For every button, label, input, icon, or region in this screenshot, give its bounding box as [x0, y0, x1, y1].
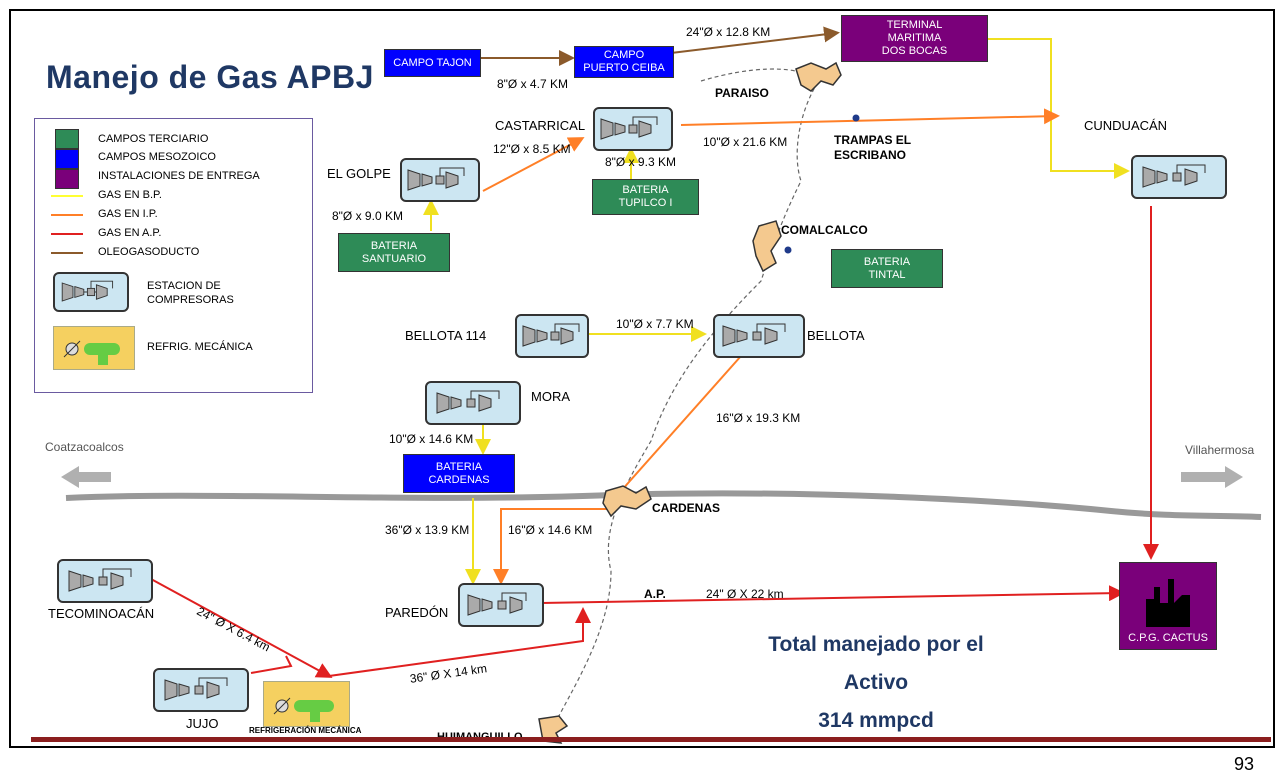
total-line-1: Total manejado por el: [768, 633, 984, 656]
refrig-mecanica-icon: [263, 681, 350, 727]
pipeline-network: [61, 26, 1262, 744]
pipe-label: 12"Ø x 8.5 KM: [493, 142, 571, 156]
pipe-ceiba-terminal: [670, 26, 840, 54]
arrow-right-icon: [1181, 466, 1243, 488]
comalcalco-town-icon: [752, 220, 782, 273]
tecominoacan-station-icon: [57, 559, 153, 603]
bateria-cardenas-box: BATERIA CARDENAS: [403, 454, 515, 493]
bateria-santuario-box: BATERIA SANTUARIO: [338, 233, 450, 272]
pipe-label: 24"Ø x 12.8 KM: [686, 25, 771, 39]
pipe-label: 10"Ø x 7.7 KM: [616, 317, 694, 331]
pipe-label: 16"Ø x 19.3 KM: [716, 411, 801, 425]
pipe-label: 8"Ø x 9.3 KM: [605, 155, 676, 169]
villahermosa-label: Villahermosa: [1185, 443, 1255, 457]
trampas-label: TRAMPAS EL ESCRIBANO: [834, 133, 912, 162]
paraiso-label: PARAISO: [715, 86, 769, 100]
jujo-label: JUJO: [186, 716, 219, 731]
bateria-tintal-box: BATERIA TINTAL: [831, 249, 943, 288]
pipe-paredon-cactus: [540, 585, 1125, 604]
pipe-jujo-refrig: [250, 655, 293, 674]
legend-station-label: ESTACION DE COMPRESORAS: [147, 280, 234, 306]
campo-tajon-box: CAMPO TAJON: [384, 49, 481, 77]
refrig-mecanica-label: REFRIGERACIÓN MECÁNICA: [249, 726, 362, 735]
legend-line-bp: [51, 195, 83, 197]
paredon-label: PAREDÓN: [385, 605, 449, 620]
diagram-frame: Manejo de Gas APBJ: [9, 9, 1275, 748]
bellota114-station-icon: [515, 314, 589, 358]
comalcalco-dot: [784, 246, 792, 254]
legend: CAMPOS TERCIARIO CAMPOS MESOZOICO INSTAL…: [34, 118, 313, 393]
pipe-label: 8"Ø x 9.0 KM: [332, 209, 403, 223]
cardenas-town-icon: [602, 485, 652, 518]
cunduacan-station-icon: [1131, 155, 1227, 199]
legend-label: GAS EN I.P.: [98, 208, 158, 220]
legend-refrig-icon: [53, 326, 135, 370]
legend-label: CAMPOS MESOZOICO: [98, 151, 216, 163]
road-line: [65, 490, 1262, 520]
total-line-2: Activo: [843, 671, 909, 694]
pipe-refrig-paredon: [328, 607, 591, 677]
arrow-left-icon: [61, 466, 111, 488]
pipe-tecominoacan-refrig: [150, 578, 333, 678]
tecominoacan-label: TECOMINOACÁN: [48, 606, 155, 621]
pipe-label: 8"Ø x 4.7 KM: [497, 77, 568, 91]
pipe-label: 10"Ø x 14.6 KM: [389, 432, 474, 446]
refinery-icon: [1146, 579, 1190, 627]
legend-line-oleo: [51, 252, 83, 254]
mora-station-icon: [425, 381, 521, 425]
paredon-station-icon: [458, 583, 544, 627]
trampas-dot: [852, 114, 860, 122]
campo-puerto-ceiba-box: CAMPO PUERTO CEIBA: [574, 46, 674, 78]
total-summary: Total manejado por el Activo 314 mmpcd 2…: [711, 626, 1041, 746]
cardenas-label: CARDENAS: [652, 501, 721, 515]
pipe-label: 10"Ø x 21.6 KM: [703, 135, 788, 149]
legend-label: GAS EN B.P.: [98, 189, 162, 201]
jujo-station-icon: [153, 668, 249, 712]
legend-label: OLEOGASODUCTO: [98, 246, 200, 258]
cpg-cactus-label: C.P.G. CACTUS: [1128, 632, 1208, 644]
comalcalco-label: COMALCALCO: [781, 223, 868, 237]
legend-label: INSTALACIONES DE ENTREGA: [98, 170, 260, 182]
page-title: Manejo de Gas APBJ: [46, 59, 374, 95]
legend-line-ip: [51, 214, 83, 216]
pipe-label: 16"Ø x 14.6 KM: [508, 523, 593, 537]
pipe-castarrical-trampas: [680, 108, 1060, 126]
legend-label: GAS EN A.P.: [98, 227, 162, 239]
bellota-label: BELLOTA: [807, 328, 865, 343]
el-golpe-station-icon: [400, 158, 480, 202]
bateria-tupilco-box: BATERIA TUPILCO I: [592, 179, 699, 215]
el-golpe-label: EL GOLPE: [327, 166, 391, 181]
pipe-bellota-cardenas: [620, 355, 742, 492]
page-number: 93: [1234, 754, 1255, 774]
paraiso-town-icon: [795, 61, 842, 92]
pipe-label: 24" Ø X 22 km: [706, 587, 784, 601]
bellota114-label: BELLOTA 114: [405, 328, 487, 343]
pipe-terminal-cunduacan: [986, 38, 1130, 179]
legend-label: CAMPOS TERCIARIO: [98, 133, 209, 145]
pipe-label: 36"Ø x 13.9 KM: [385, 523, 470, 537]
legend-swatch-mesozoico: [55, 149, 79, 169]
castarrical-label: CASTARRICAL: [495, 118, 586, 133]
pipe-cardenas-paredon: [493, 508, 611, 585]
cpg-cactus-box: C.P.G. CACTUS: [1119, 562, 1217, 650]
coatzacoalcos-label: Coatzacoalcos: [45, 440, 124, 454]
mora-label: MORA: [531, 389, 570, 404]
total-line-3: 314 mmpcd: [818, 709, 934, 732]
bottom-rule: [31, 737, 1271, 742]
legend-refrig-label: REFRIG. MECÁNICA: [147, 341, 253, 353]
legend-swatch-terciario: [55, 129, 79, 149]
legend-line-ap: [51, 233, 83, 235]
boundary-dashed-line: [550, 70, 827, 732]
ap-label: A.P.: [644, 587, 666, 601]
terminal-dos-bocas-box: TERMINAL MARITIMA DOS BOCAS: [841, 15, 988, 62]
boundary-dashed-line-2: [700, 68, 812, 82]
cunduacan-label: CUNDUACÁN: [1084, 118, 1168, 133]
legend-swatch-entrega: [55, 169, 79, 189]
pipe-golpe-castarrical: [482, 137, 585, 192]
bellota-station-icon: [713, 314, 805, 358]
legend-compressor-station-icon: [53, 272, 129, 312]
castarrical-station-icon: [593, 107, 673, 151]
